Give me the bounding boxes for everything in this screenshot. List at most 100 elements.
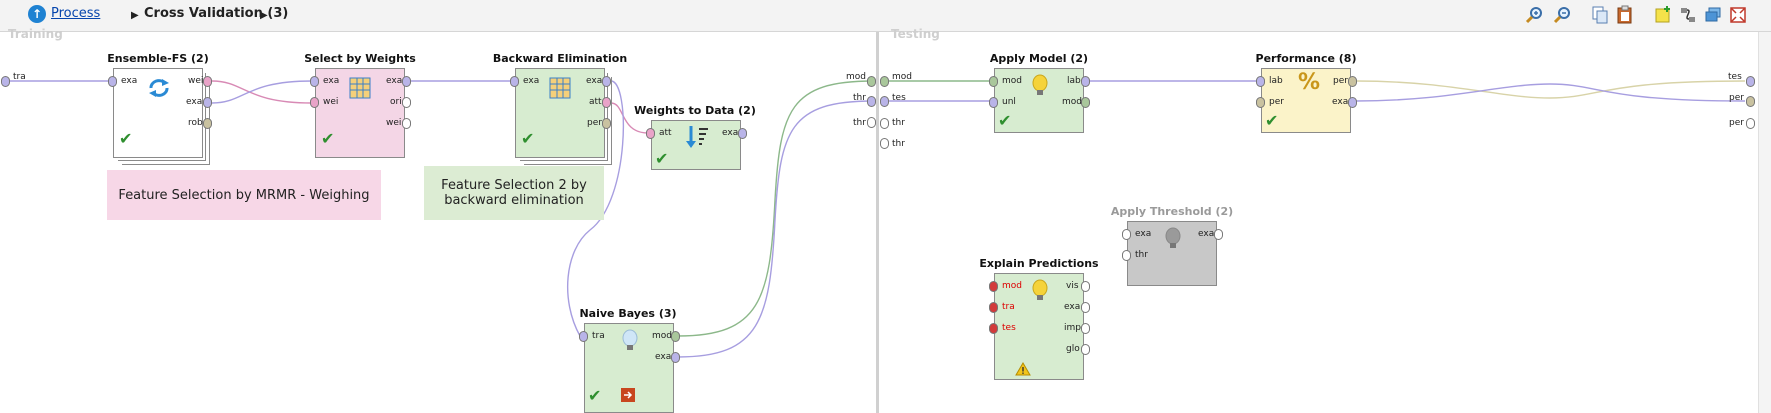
select-port-in-wei[interactable] [310, 97, 319, 108]
port-label: wei [323, 97, 339, 107]
backward-port-in-exa[interactable] [510, 76, 519, 87]
warning-icon[interactable] [1015, 362, 1031, 376]
naive-bayes-operator[interactable]: ✔ [584, 323, 674, 413]
apply-threshold-operator[interactable] [1127, 221, 1217, 286]
note-backward[interactable]: Feature Selection 2 by backward eliminat… [424, 166, 604, 220]
performance-port-in-lab[interactable] [1256, 76, 1265, 87]
performance-operator[interactable]: % ✔ [1261, 68, 1351, 133]
zoom-in-icon[interactable] [1524, 5, 1544, 25]
apply-model-port-out-mod[interactable] [1081, 97, 1090, 108]
breakpoint-icon[interactable] [621, 388, 635, 402]
apply-threshold-port-in-thr[interactable] [1122, 250, 1131, 261]
ensemble-fs-operator[interactable]: ✔ [113, 68, 203, 158]
port-label: exa [386, 76, 403, 86]
paste-icon[interactable] [1615, 5, 1635, 25]
port-label: mod [846, 72, 866, 82]
wire-ensemble-select-exa [211, 80, 313, 104]
weights-to-data-operator[interactable]: ✔ [651, 120, 741, 170]
apply-model-operator[interactable]: ✔ [994, 68, 1084, 133]
explain-port-out-imp[interactable] [1081, 323, 1090, 334]
copy-icon[interactable] [1590, 5, 1610, 25]
performance-port-in-per[interactable] [1256, 97, 1265, 108]
weights-to-data-port-out-exa[interactable] [738, 128, 747, 139]
zoom-out-icon[interactable] [1552, 5, 1572, 25]
breadcrumb-expand-icon[interactable]: ▶ [260, 10, 268, 21]
testing-out-port-per-2[interactable] [1746, 118, 1755, 129]
ensemble-fs-port-out-wei[interactable] [203, 76, 212, 87]
testing-out-port-per[interactable] [1746, 96, 1755, 107]
explain-port-out-glo[interactable] [1081, 344, 1090, 355]
apply-model-port-in-mod[interactable] [989, 76, 998, 87]
training-out-port-thr[interactable] [867, 96, 876, 107]
weights-to-data-port-in-att[interactable] [646, 128, 655, 139]
port-label: lab [1269, 76, 1283, 86]
checkmark-icon: ✔ [588, 386, 602, 405]
apply-threshold-port-out-exa[interactable] [1214, 229, 1223, 240]
testing-in-port-thr[interactable] [880, 118, 889, 129]
select-by-weights-operator[interactable]: ✔ [315, 68, 405, 158]
lightbulb-icon [1032, 279, 1048, 300]
select-port-out-ori[interactable] [402, 97, 411, 108]
apply-threshold-port-in-exa[interactable] [1122, 229, 1131, 240]
training-section-title: Training [8, 27, 63, 41]
weights-to-data-title: Weights to Data (2) [634, 104, 756, 117]
testing-in-port-thr-2[interactable] [880, 138, 889, 149]
port-label: thr [853, 93, 866, 103]
select-port-out-exa[interactable] [402, 76, 411, 87]
lightbulb-icon [622, 329, 638, 350]
testing-in-port-tes[interactable] [880, 96, 889, 107]
input-port-tra[interactable] [1, 76, 10, 87]
explain-port-out-exa[interactable] [1081, 302, 1090, 313]
wire-performance-exa [1355, 83, 1746, 102]
checkmark-icon: ✔ [521, 129, 535, 148]
ensemble-fs-port-in-exa[interactable] [108, 76, 117, 87]
fit-icon[interactable] [1728, 5, 1748, 25]
auto-wire-icon[interactable] [1678, 5, 1698, 25]
ensemble-fs-port-out-rob[interactable] [203, 118, 212, 129]
naive-bayes-port-out-exa[interactable] [671, 352, 680, 363]
port-label: per [1269, 97, 1284, 107]
wire-backward-naive [566, 80, 625, 337]
explain-port-in-tra[interactable] [989, 302, 998, 313]
training-out-port-thr-2[interactable] [867, 117, 876, 128]
checkmark-icon: ✔ [655, 149, 669, 168]
layers-icon[interactable] [1703, 5, 1723, 25]
add-note-icon[interactable] [1653, 5, 1673, 25]
port-label: tes [1728, 72, 1742, 82]
backward-elimination-operator[interactable]: ✔ [515, 68, 605, 158]
explain-port-out-vis[interactable] [1081, 281, 1090, 292]
select-port-in-exa[interactable] [310, 76, 319, 87]
port-label: unl [1002, 97, 1016, 107]
port-label: lab [1067, 76, 1081, 86]
port-label: exa [186, 97, 203, 107]
training-out-port-mod[interactable] [867, 76, 876, 87]
breadcrumb-process-link[interactable]: Process [51, 6, 101, 21]
testing-in-port-mod[interactable] [880, 76, 889, 87]
backward-port-out-exa[interactable] [602, 76, 611, 87]
up-arrow-icon[interactable]: ↑ [28, 5, 46, 23]
backward-port-out-att[interactable] [602, 97, 611, 108]
port-label: vis [1066, 281, 1079, 291]
wire-naive-mod [677, 80, 874, 337]
port-label: thr [892, 118, 905, 128]
naive-bayes-port-in-tra[interactable] [579, 331, 588, 342]
panel-separator[interactable] [876, 32, 879, 413]
naive-bayes-port-out-mod[interactable] [671, 331, 680, 342]
note-mrmr[interactable]: Feature Selection by MRMR - Weighing [107, 170, 381, 220]
ensemble-fs-port-out-exa[interactable] [203, 97, 212, 108]
performance-port-out-exa[interactable] [1348, 97, 1357, 108]
breadcrumb-bar: ↑ Process ▶ Cross Validation (3) ▶ [0, 0, 1771, 32]
performance-port-out-per[interactable] [1348, 76, 1357, 87]
explain-port-in-tes[interactable] [989, 323, 998, 334]
vertical-scrollbar[interactable] [1758, 32, 1771, 413]
checkmark-icon: ✔ [119, 129, 133, 148]
select-port-out-wei[interactable] [402, 118, 411, 129]
testing-out-port-tes[interactable] [1746, 76, 1755, 87]
backward-port-out-per[interactable] [602, 118, 611, 129]
apply-model-port-out-lab[interactable] [1081, 76, 1090, 87]
apply-model-port-in-unl[interactable] [989, 97, 998, 108]
wire-performance-per [1355, 80, 1746, 99]
explain-port-in-mod[interactable] [989, 281, 998, 292]
loop-icon [149, 79, 169, 97]
lightbulb-icon [1032, 74, 1048, 95]
